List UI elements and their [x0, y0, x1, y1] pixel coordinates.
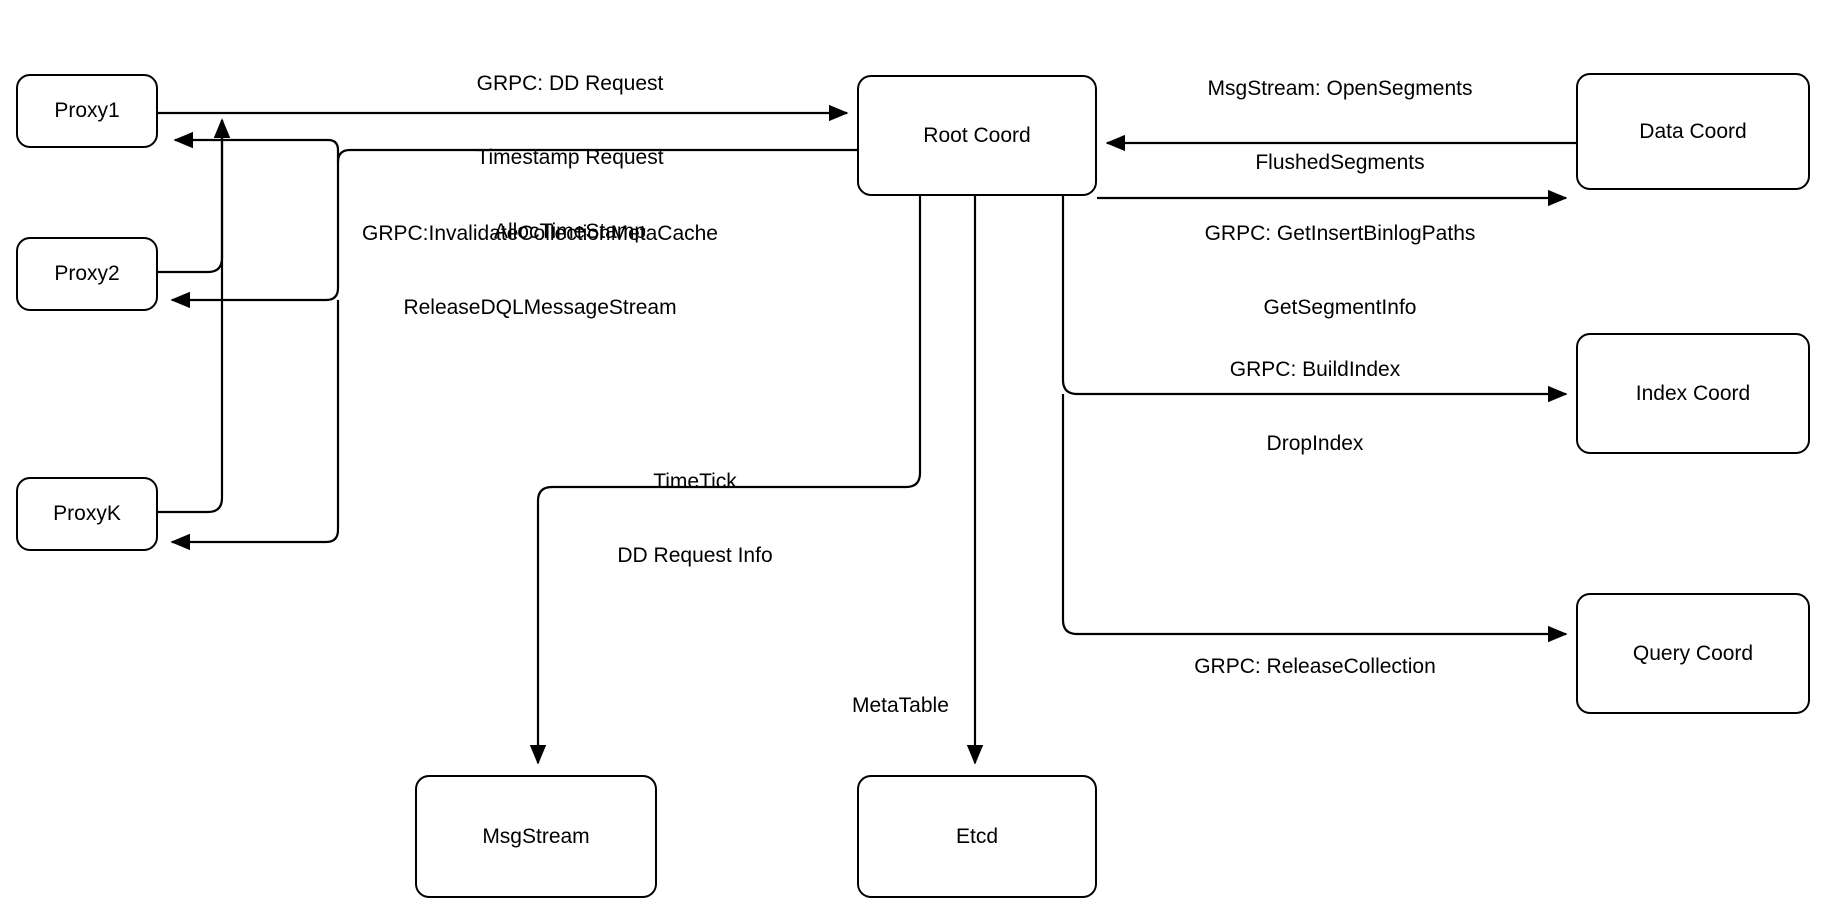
node-index-coord-label: Index Coord: [1635, 381, 1751, 405]
node-msgstream-label: MsgStream: [482, 824, 590, 848]
edge-label-line: GRPC: BuildIndex: [1229, 357, 1401, 381]
node-proxy1[interactable]: Proxy1: [16, 74, 158, 148]
node-query-coord[interactable]: Query Coord: [1576, 593, 1810, 714]
node-msgstream[interactable]: MsgStream: [415, 775, 657, 898]
node-proxy2-label: Proxy2: [54, 262, 120, 286]
edge-label-line: FlushedSegments: [1255, 150, 1425, 174]
edge-label-line: MetaTable: [852, 693, 949, 717]
edge-label-rootcoord-to-proxy: GRPC:InvalidateCollectionMetaCache Relea…: [310, 172, 770, 370]
node-etcd-label: Etcd: [955, 824, 999, 848]
node-data-coord[interactable]: Data Coord: [1576, 73, 1810, 190]
node-proxy1-label: Proxy1: [54, 99, 120, 123]
edge-label-line: ReleaseDQLMessageStream: [403, 295, 677, 319]
edge-label-line: DropIndex: [1266, 431, 1364, 455]
node-root-coord[interactable]: Root Coord: [857, 75, 1097, 196]
edge-label-line: GRPC: ReleaseCollection: [1194, 654, 1436, 678]
edge-label-line: TimeTick: [653, 469, 737, 493]
node-proxyk-label: ProxyK: [53, 502, 121, 526]
edge-label-line: MsgStream: OpenSegments: [1207, 76, 1473, 100]
node-etcd[interactable]: Etcd: [857, 775, 1097, 898]
edge-label-rootcoord-to-indexcoord: GRPC: BuildIndex DropIndex: [1100, 308, 1530, 506]
edge-label-line: DD Request Info: [617, 543, 773, 567]
edge-label-line: Timestamp Request: [476, 145, 664, 169]
node-root-coord-label: Root Coord: [923, 123, 1031, 147]
edge-proxy2-to-rootcoord: [157, 118, 231, 274]
edge-label-line: GRPC: GetInsertBinlogPaths: [1204, 221, 1476, 245]
edge-label-rootcoord-to-etcd: MetaTable: [852, 644, 1012, 768]
node-data-coord-label: Data Coord: [1639, 119, 1747, 143]
edge-label-rootcoord-to-msgstream: TimeTick DD Request Info: [550, 420, 840, 618]
node-proxyk[interactable]: ProxyK: [16, 477, 158, 551]
edge-label-rootcoord-to-querycoord: GRPC: ReleaseCollection: [1100, 605, 1530, 729]
edge-rootcoord-to-proxy1: [173, 131, 340, 162]
node-query-coord-label: Query Coord: [1632, 641, 1754, 665]
edge-proxyk-to-rootcoord: [157, 118, 231, 514]
node-index-coord[interactable]: Index Coord: [1576, 333, 1810, 454]
edge-label-line: GRPC: DD Request: [476, 71, 664, 95]
edge-label-datacoord-to-rootcoord: MsgStream: OpenSegments FlushedSegments: [1130, 27, 1550, 225]
node-proxy2[interactable]: Proxy2: [16, 237, 158, 311]
edge-label-line: GRPC:InvalidateCollectionMetaCache: [361, 221, 718, 245]
